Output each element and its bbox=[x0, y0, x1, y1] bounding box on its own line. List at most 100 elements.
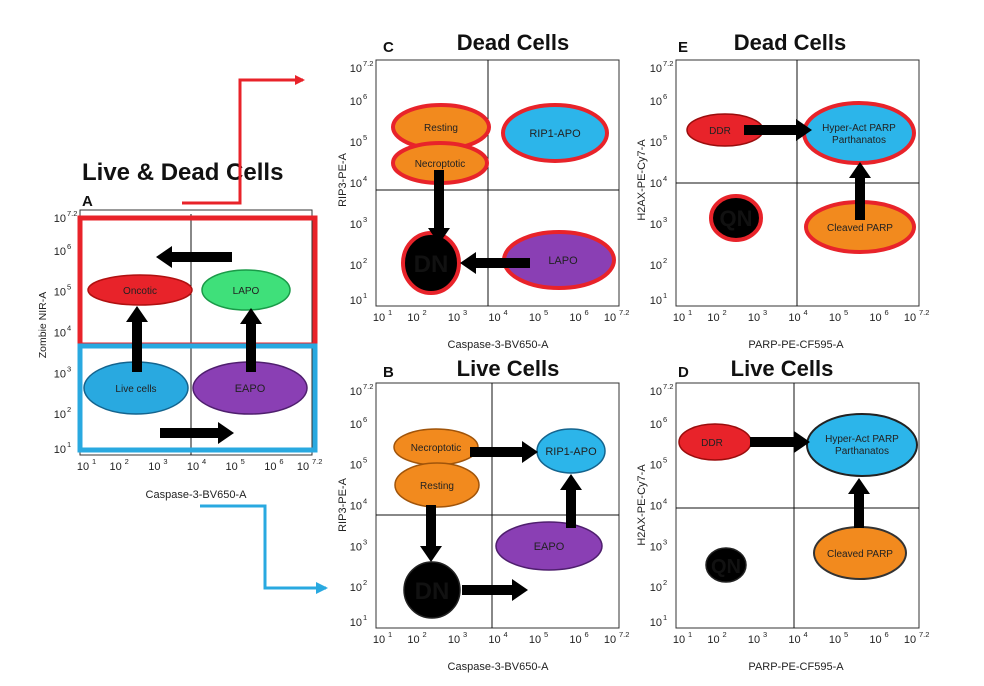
panel-a-arrow-right bbox=[160, 422, 234, 444]
x-tick-label: 10 bbox=[707, 312, 719, 324]
y-tick-label: 10 bbox=[54, 246, 66, 258]
x-tick-exponent: 6 bbox=[585, 630, 589, 639]
lapo-population bbox=[201, 269, 291, 311]
x-tick-exponent: 4 bbox=[504, 308, 508, 317]
live-cells-label: Live cells bbox=[115, 384, 156, 395]
x-tick-label: 10 bbox=[829, 312, 841, 324]
y-tick-exponent: 4 bbox=[663, 497, 667, 506]
rip1-apo-population bbox=[501, 103, 609, 163]
panel-b-arrow-resting-to-dn bbox=[420, 505, 442, 562]
x-tick-label: 10 bbox=[569, 634, 581, 646]
y-tick-exponent: 7.2 bbox=[363, 59, 373, 68]
y-tick-label: 10 bbox=[650, 501, 662, 513]
y-tick-label: 10 bbox=[650, 295, 662, 307]
x-tick-label: 10 bbox=[407, 312, 419, 324]
panel-c: C Dead Cells RIP3-PE-A Caspase-3-BV650-A… bbox=[337, 30, 629, 351]
y-tick-label: 10 bbox=[650, 178, 662, 190]
x-tick-label: 10 bbox=[673, 312, 685, 324]
y-tick-exponent: 6 bbox=[363, 92, 367, 101]
panel-b-letter: B bbox=[383, 364, 394, 381]
y-tick-label: 10 bbox=[350, 96, 362, 108]
y-tick-exponent: 1 bbox=[363, 613, 367, 622]
x-tick-exponent: 6 bbox=[885, 630, 889, 639]
y-tick-exponent: 3 bbox=[663, 215, 667, 224]
x-tick-exponent: 7.2 bbox=[919, 308, 929, 317]
y-tick-label: 10 bbox=[650, 96, 662, 108]
y-tick-exponent: 7.2 bbox=[663, 382, 673, 391]
x-tick-label: 10 bbox=[869, 312, 881, 324]
x-tick-label: 10 bbox=[788, 634, 800, 646]
panel-c-arrow-left bbox=[460, 252, 530, 274]
x-tick-label: 10 bbox=[77, 461, 89, 473]
y-tick-label: 10 bbox=[650, 219, 662, 231]
panel-a-arrow-eapo-to-lapo bbox=[240, 308, 262, 372]
panel-b-arrow-dn-right bbox=[462, 579, 528, 601]
x-tick-exponent: 4 bbox=[804, 630, 808, 639]
x-tick-exponent: 7.2 bbox=[619, 630, 629, 639]
x-tick-exponent: 1 bbox=[388, 308, 392, 317]
x-tick-exponent: 5 bbox=[544, 308, 548, 317]
y-tick-label: 10 bbox=[54, 328, 66, 340]
oncotic-population bbox=[87, 274, 193, 306]
panel-a-ylabel: Zombie NIR-A bbox=[37, 292, 49, 359]
panel-d-arrow-cleaved-to-hyper bbox=[848, 478, 870, 528]
d-hyper2-label: Parthanatos bbox=[835, 446, 889, 457]
x-tick-label: 10 bbox=[748, 312, 760, 324]
x-tick-label: 10 bbox=[904, 312, 916, 324]
panel-d-xlabel: PARP-PE-CF595-A bbox=[748, 661, 844, 673]
y-tick-exponent: 1 bbox=[363, 291, 367, 300]
y-tick-exponent: 1 bbox=[663, 613, 667, 622]
qn-population-e bbox=[709, 194, 763, 242]
x-tick-label: 10 bbox=[264, 461, 276, 473]
y-tick-label: 10 bbox=[54, 213, 66, 225]
oncotic-label: Oncotic bbox=[123, 286, 157, 297]
panel-e-ylabel: H2AX-PE-Cy7-A bbox=[636, 139, 648, 221]
panel-d-arrow-ddr-to-hyper bbox=[750, 431, 810, 453]
x-tick-label: 10 bbox=[373, 634, 385, 646]
panel-b-title: Live Cells bbox=[457, 356, 560, 381]
x-tick-exponent: 3 bbox=[763, 630, 767, 639]
x-tick-label: 10 bbox=[373, 312, 385, 324]
y-tick-exponent: 6 bbox=[663, 92, 667, 101]
b-dn-label: DN bbox=[415, 578, 450, 605]
y-tick-exponent: 2 bbox=[663, 256, 667, 265]
y-tick-label: 10 bbox=[54, 368, 66, 380]
live-gate-box bbox=[77, 343, 318, 453]
d-ddr-label: DDR bbox=[701, 438, 723, 449]
x-tick-label: 10 bbox=[187, 461, 199, 473]
panel-c-arrow-down bbox=[428, 170, 450, 244]
y-tick-label: 10 bbox=[350, 419, 362, 431]
y-tick-label: 10 bbox=[350, 460, 362, 472]
y-tick-exponent: 7.2 bbox=[363, 382, 373, 391]
y-tick-exponent: 4 bbox=[663, 174, 667, 183]
y-tick-exponent: 5 bbox=[363, 456, 367, 465]
x-tick-label: 10 bbox=[707, 634, 719, 646]
x-tick-exponent: 5 bbox=[844, 308, 848, 317]
b-eapo-label: EAPO bbox=[534, 541, 565, 553]
x-tick-exponent: 5 bbox=[544, 630, 548, 639]
x-tick-exponent: 1 bbox=[688, 308, 692, 317]
y-tick-label: 10 bbox=[350, 260, 362, 272]
y-tick-exponent: 2 bbox=[663, 578, 667, 587]
y-tick-exponent: 6 bbox=[67, 242, 71, 251]
x-tick-label: 10 bbox=[748, 634, 760, 646]
y-tick-label: 10 bbox=[350, 63, 362, 75]
qn-population-d bbox=[705, 547, 747, 583]
red-connector-arrow bbox=[182, 75, 305, 205]
y-tick-label: 10 bbox=[350, 137, 362, 149]
rip1-apo-population-b bbox=[536, 428, 606, 474]
x-tick-label: 10 bbox=[148, 461, 160, 473]
c-necroptotic-label: Necroptotic bbox=[415, 159, 466, 170]
y-tick-label: 10 bbox=[650, 137, 662, 149]
panel-e-arrow-cleaved-to-hyper bbox=[849, 162, 871, 220]
x-tick-label: 10 bbox=[448, 634, 460, 646]
b-resting-label: Resting bbox=[420, 481, 454, 492]
y-tick-label: 10 bbox=[650, 260, 662, 272]
e-ddr-label: DDR bbox=[709, 126, 731, 137]
x-tick-exponent: 1 bbox=[92, 457, 96, 466]
x-tick-label: 10 bbox=[448, 312, 460, 324]
y-tick-exponent: 6 bbox=[363, 415, 367, 424]
x-tick-exponent: 3 bbox=[463, 630, 467, 639]
